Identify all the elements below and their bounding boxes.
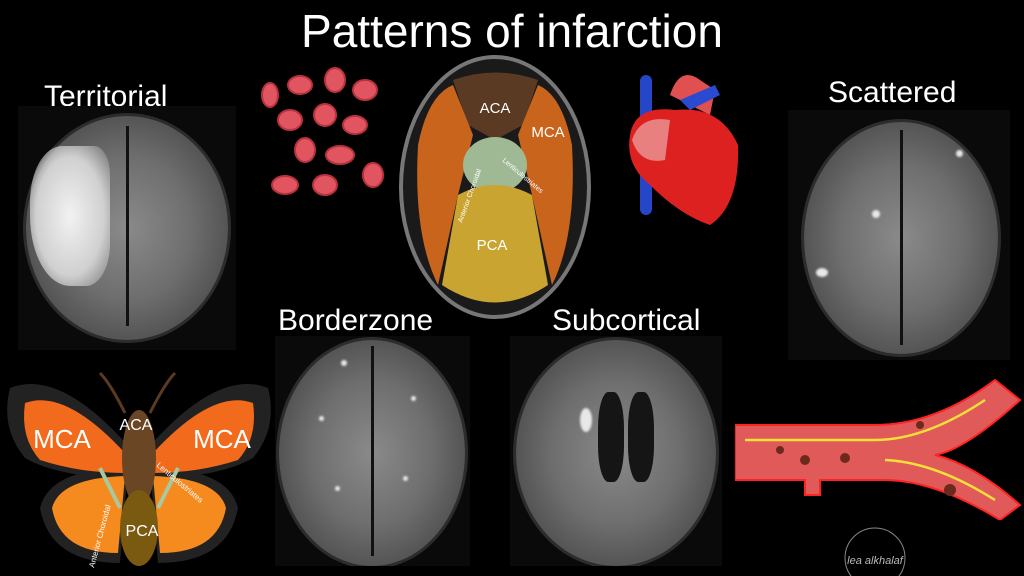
subcortical-dwi-scan <box>510 336 722 566</box>
map-aca-label: ACA <box>480 100 511 117</box>
territorial-infarct <box>30 146 110 286</box>
subcortical-label: Subcortical <box>552 304 701 337</box>
vessel-embolism-illustration <box>735 378 1022 520</box>
svg-text:lea alkhalaf: lea alkhalaf <box>847 555 904 567</box>
heart-illustration <box>629 75 739 225</box>
butterfly-territory-mnemonic: MCA MCA ACA PCA Anterior Choroidal Lenti… <box>7 371 271 569</box>
map-pca-label: PCA <box>477 237 508 254</box>
butterfly-mca-right-label: MCA <box>193 424 251 454</box>
scattered-label: Scattered <box>828 76 957 109</box>
pca-territory <box>442 185 548 303</box>
borderzone-label: Borderzone <box>278 304 434 337</box>
deep-territory <box>463 137 527 193</box>
butterfly-mca-left-label: MCA <box>33 424 91 454</box>
author-logo: lea alkhalaf <box>844 527 906 576</box>
red-blood-cells-illustration <box>261 67 384 196</box>
butterfly-aca-label: ACA <box>120 417 153 434</box>
mca-right-territory <box>518 85 573 285</box>
vascular-territory-map: ACA MCA PCA Anterior Choroidal Lenticulo… <box>399 55 591 319</box>
butterfly-pca-label: PCA <box>126 523 159 540</box>
scattered-dwi-scan <box>788 110 1010 360</box>
borderzone-dwi-scan <box>275 336 470 566</box>
slide-title: Patterns of infarction <box>301 5 723 57</box>
map-mca-label: MCA <box>531 124 564 141</box>
mca-left-territory <box>417 85 473 285</box>
territorial-dwi-scan <box>18 106 236 350</box>
aca-territory <box>453 72 538 140</box>
